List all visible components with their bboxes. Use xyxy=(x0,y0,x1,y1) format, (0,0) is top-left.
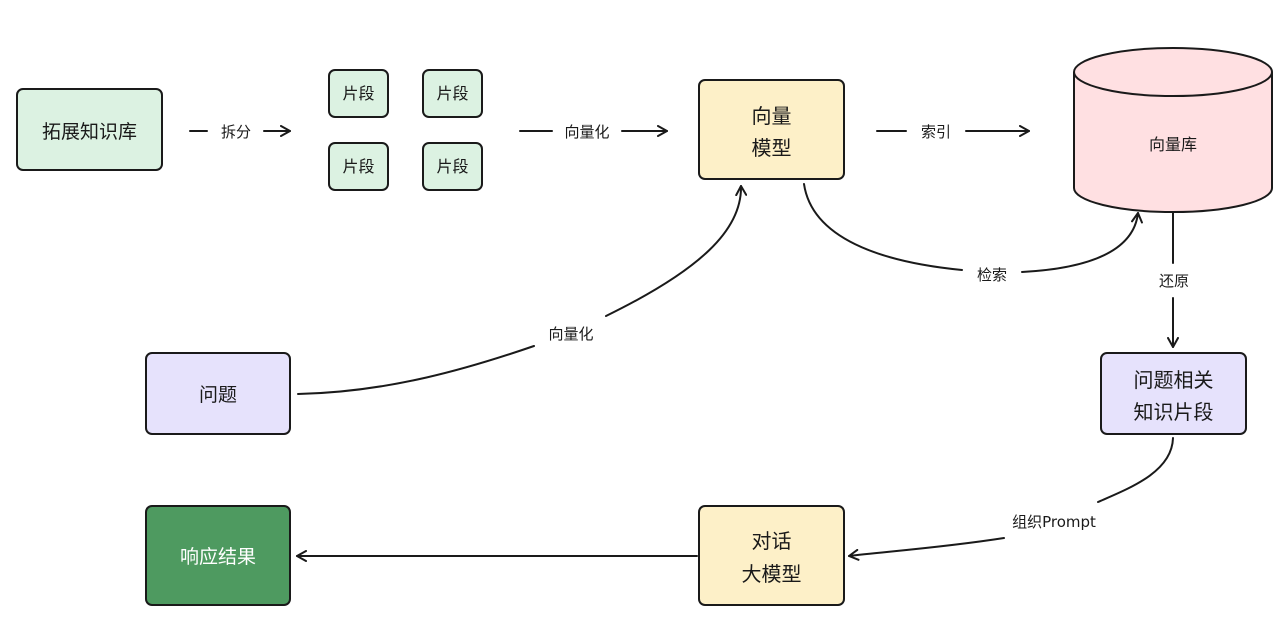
edge-label-vectorize-fragments: 向量化 xyxy=(564,123,609,141)
node-response-label: 响应结果 xyxy=(180,546,256,568)
node-vector-model-box xyxy=(698,79,845,180)
node-fragment-2: 片段 xyxy=(422,69,483,118)
node-fragment-1-label: 片段 xyxy=(342,84,374,103)
node-fragment-3-box xyxy=(328,142,389,191)
edge-label-retrieve: 检索 xyxy=(977,266,1007,284)
node-fragment-4: 片段 xyxy=(422,142,483,191)
node-fragment-1: 片段 xyxy=(328,69,389,118)
node-related-fragments: 问题相关 知识片段 xyxy=(1100,352,1247,435)
node-related-fragments-line1: 问题相关 xyxy=(1134,368,1214,392)
node-chat-model: 对话 大模型 xyxy=(698,505,845,606)
node-chat-model-line2: 大模型 xyxy=(742,562,802,586)
node-fragment-4-label: 片段 xyxy=(436,157,468,176)
node-knowledge-base: 拓展知识库 xyxy=(16,88,163,171)
node-fragment-4-box xyxy=(422,142,483,191)
edge-label-vectorize-question: 向量化 xyxy=(548,325,593,343)
edge-label-organize-prompt: 组织Prompt xyxy=(1012,513,1096,531)
node-knowledge-base-label: 拓展知识库 xyxy=(42,121,137,143)
node-question-box xyxy=(145,352,291,435)
node-vector-db-label: 向量库 xyxy=(1149,135,1197,154)
node-vector-model: 向量 模型 xyxy=(698,79,845,180)
node-vector-db-body xyxy=(1073,72,1273,213)
node-fragment-1-box xyxy=(328,69,389,118)
node-vector-db: 向量库 xyxy=(1073,47,1273,213)
edge-prompt-curve-a xyxy=(1097,437,1174,503)
edge-label-split: 拆分 xyxy=(221,123,251,141)
node-chat-model-line1: 对话 xyxy=(752,529,792,553)
node-vector-model-line2: 模型 xyxy=(752,136,792,160)
edge-label-index: 索引 xyxy=(921,123,951,141)
node-fragment-2-box xyxy=(422,69,483,118)
node-fragment-3-label: 片段 xyxy=(342,157,374,176)
node-response: 响应结果 xyxy=(145,505,291,606)
node-question-label: 问题 xyxy=(199,384,237,406)
edge-prompt-curve-b xyxy=(848,537,1005,561)
edge-question-curve-b xyxy=(605,185,748,317)
node-vector-db-top xyxy=(1073,47,1273,97)
edge-label-restore: 还原 xyxy=(1159,272,1189,290)
edge-retrieve-curve-a xyxy=(803,183,963,271)
edge-question-curve-a xyxy=(297,345,535,395)
node-chat-model-box xyxy=(698,505,845,606)
node-fragment-3: 片段 xyxy=(328,142,389,191)
edge-retrieve-curve-b xyxy=(1021,212,1143,273)
node-response-box xyxy=(145,505,291,606)
node-knowledge-base-box xyxy=(16,88,163,171)
node-related-fragments-box xyxy=(1100,352,1247,435)
node-fragment-2-label: 片段 xyxy=(436,84,468,103)
node-vector-model-line1: 向量 xyxy=(752,104,792,128)
node-question: 问题 xyxy=(145,352,291,435)
node-related-fragments-line2: 知识片段 xyxy=(1134,400,1214,424)
